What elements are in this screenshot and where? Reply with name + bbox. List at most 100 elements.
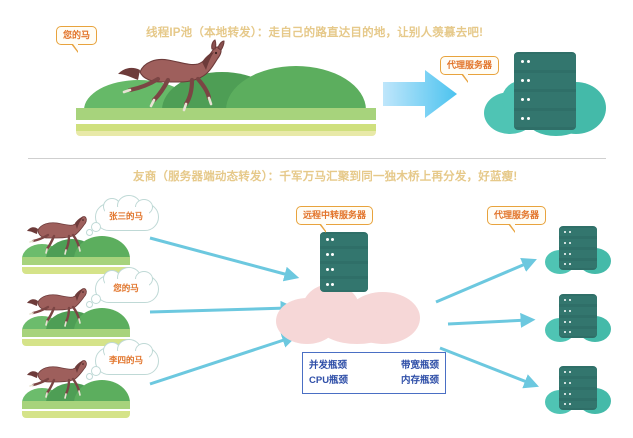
bubble-proxy-bottom: 代理服务器 (487, 206, 547, 233)
rack-unit (320, 234, 368, 246)
rack-unit (559, 368, 597, 376)
server-rack (559, 366, 597, 410)
status-led (564, 298, 567, 301)
status-led (568, 298, 571, 301)
field-band (76, 124, 376, 132)
arrow-out-1 (435, 258, 537, 304)
thought-dot (86, 373, 93, 380)
landscape-row-1 (22, 228, 130, 274)
arrow-in-1 (149, 236, 300, 282)
rack-unit (514, 111, 576, 127)
cloud-lobe (320, 310, 394, 344)
field-band (22, 339, 130, 346)
bubble-proxy-top: 代理服务器 (440, 56, 500, 83)
status-led (568, 320, 571, 323)
bottleneck-bandwidth: 带宽瓶颈 (400, 359, 439, 371)
horse-illustration-top (110, 34, 240, 119)
server-proxy-top (480, 52, 608, 138)
status-led (564, 252, 567, 255)
server-proxy-3 (545, 366, 611, 414)
grass-band (22, 257, 130, 265)
status-led (564, 403, 567, 406)
arrow-out-3 (439, 346, 539, 389)
status-led (521, 60, 525, 64)
path-band (22, 409, 130, 412)
status-led (568, 392, 571, 395)
status-led (564, 370, 567, 373)
status-led (568, 252, 571, 255)
horse-illustration-row-3 (26, 356, 90, 400)
bubble-tail (461, 73, 468, 83)
server-proxy-1 (545, 226, 611, 274)
status-led (568, 263, 571, 266)
rack-unit (559, 261, 597, 268)
server-rack (559, 226, 597, 270)
status-led (527, 98, 531, 102)
rack-unit (559, 307, 597, 315)
field-band (22, 267, 130, 274)
thought-mask (105, 279, 149, 287)
status-led (564, 309, 567, 312)
server-rack (514, 52, 576, 130)
rack-unit (559, 296, 597, 304)
bottleneck-box: 并发瓶颈 带宽瓶颈 CPU瓶颈 内存瓶颈 (302, 352, 446, 394)
status-led (568, 331, 571, 334)
field-band (22, 411, 130, 418)
rack-unit (559, 239, 597, 247)
rack-unit (559, 379, 597, 387)
status-led (564, 392, 567, 395)
top-section-title: 线程IP池（本地转发）：走自己的路直达目的地，让别人羡慕去吧! (146, 27, 484, 39)
status-led (568, 370, 571, 373)
top-landscape (76, 58, 376, 136)
server-relay (310, 232, 382, 292)
status-led (564, 381, 567, 384)
sand-band (76, 131, 376, 136)
status-led (331, 283, 334, 286)
rack-unit (559, 401, 597, 408)
bottleneck-row-2: CPU瓶颈 内存瓶颈 (309, 373, 439, 388)
bubble-tail (71, 43, 78, 53)
status-led (568, 381, 571, 384)
bottleneck-memory: 内存瓶颈 (400, 375, 439, 386)
big-arrow-top (383, 70, 457, 118)
arrow-in-3 (149, 333, 298, 386)
status-led (521, 117, 525, 121)
status-led (527, 79, 531, 83)
grass-band (22, 401, 130, 409)
rack-unit (514, 73, 576, 89)
thought-dot (91, 294, 101, 304)
arrow-in-2 (149, 300, 296, 316)
status-led (564, 241, 567, 244)
server-proxy-2 (545, 294, 611, 342)
rack-unit (559, 318, 597, 326)
server-rack (559, 294, 597, 338)
bubble-label: 远程中转服务器 (303, 210, 367, 220)
landscape-row-3 (22, 372, 130, 418)
status-led (326, 238, 329, 241)
hill-front (74, 308, 130, 331)
rack-unit (514, 54, 576, 70)
rack-unit (320, 249, 368, 261)
thought-bubble-row-3: 李四的马 (86, 339, 159, 380)
bubble-label: 代理服务器 (494, 210, 540, 220)
path-band (76, 120, 376, 125)
rack-unit (559, 228, 597, 236)
status-led (527, 117, 531, 121)
bubble-relay-server: 远程中转服务器 (296, 206, 374, 233)
status-led (326, 283, 329, 286)
status-led (521, 98, 525, 102)
bubble-tail (319, 223, 326, 233)
horse-illustration-row-1 (26, 212, 90, 256)
thought-mask (105, 207, 149, 215)
arrow-out-2 (447, 312, 536, 328)
grass-band (22, 329, 130, 337)
bubble-tail (508, 223, 515, 233)
bottom-section-title: 友商（服务器端动态转发）：千军万马汇聚到同一独木桥上再分发，好蓝瘦! (133, 171, 518, 183)
status-led (521, 79, 525, 83)
server-rack (320, 232, 368, 292)
landscape-row-2 (22, 300, 130, 346)
bubble-your-horse-top: 您的马 (56, 26, 98, 53)
rack-unit (559, 329, 597, 336)
status-led (326, 268, 329, 271)
